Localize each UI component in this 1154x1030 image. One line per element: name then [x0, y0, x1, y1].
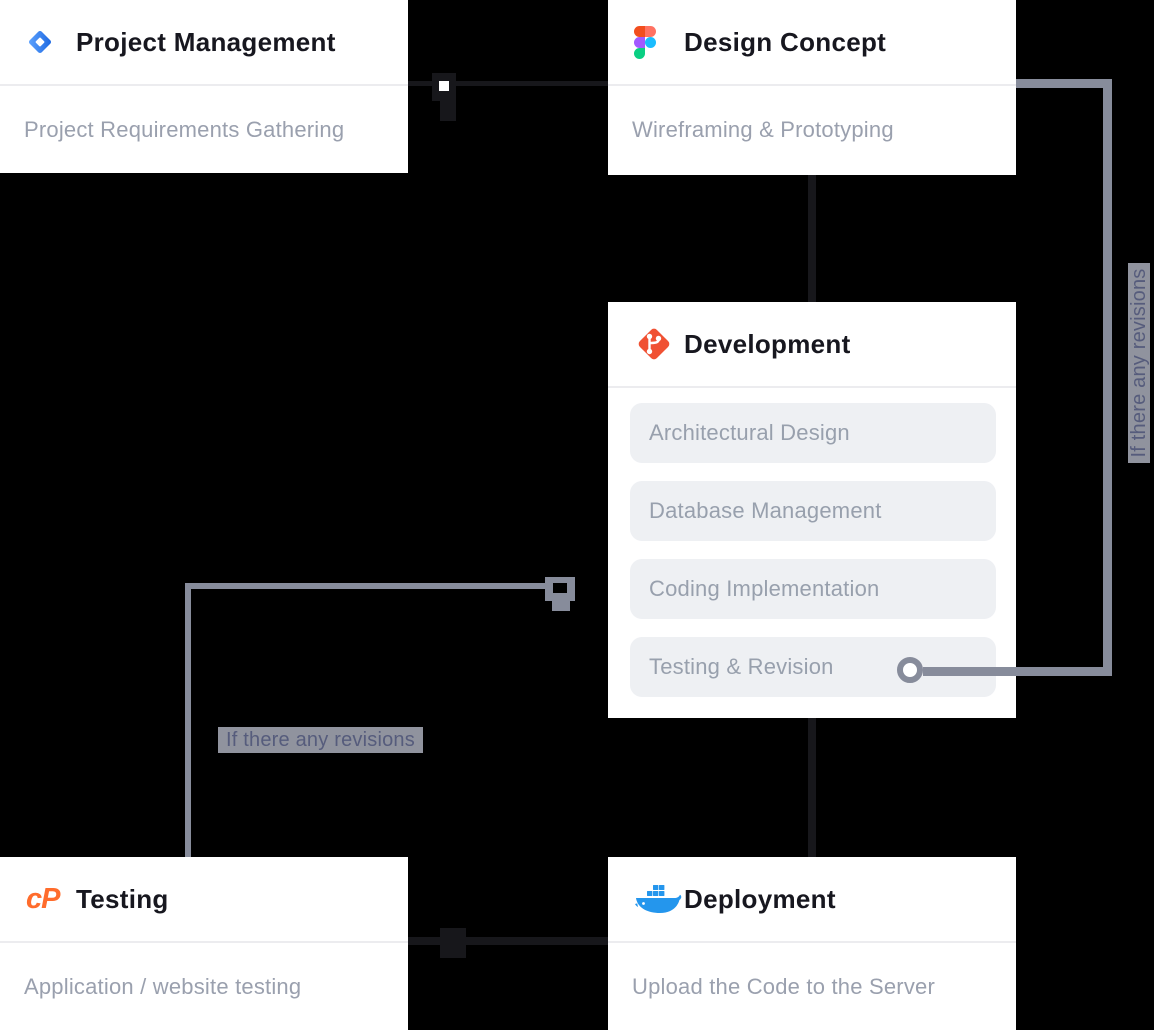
- card-testing[interactable]: cP Testing Application / website testing: [0, 857, 408, 1030]
- connector-revision-loop-vertical: [1103, 79, 1112, 676]
- git-icon: [634, 324, 684, 364]
- docker-icon: [634, 882, 684, 916]
- card-subtitle: Application / website testing: [24, 973, 302, 999]
- connector-pm-to-design: [408, 81, 608, 86]
- connector-revision-loop-bottom: [923, 667, 1112, 676]
- jira-icon: [26, 28, 76, 56]
- card-project-management[interactable]: Project Management Project Requirements …: [0, 0, 408, 173]
- card-header: cP Testing: [0, 857, 408, 943]
- card-header: Deployment: [608, 857, 1016, 943]
- cpanel-logo-text: cP: [26, 882, 60, 915]
- cpanel-icon: cP: [26, 883, 76, 916]
- revision-note-vertical: If there any revisions: [1128, 263, 1150, 463]
- card-deployment[interactable]: Deployment Upload the Code to the Server: [608, 857, 1016, 1030]
- connector-handle-stem: [552, 601, 570, 611]
- dev-task-item[interactable]: Architectural Design: [630, 403, 996, 463]
- connector-testing-feedback-horizontal: [185, 583, 545, 589]
- figma-icon: [634, 25, 684, 59]
- card-title: Deployment: [684, 883, 836, 914]
- development-task-list: Architectural Design Database Management…: [608, 403, 1016, 697]
- card-subtitle: Project Requirements Gathering: [24, 116, 345, 142]
- connector-handle-center: [553, 583, 567, 593]
- card-subtitle: Upload the Code to the Server: [632, 973, 935, 999]
- card-header: Development: [608, 302, 1016, 388]
- connector-testing-to-deployment: [408, 937, 608, 945]
- card-title: Development: [684, 328, 851, 359]
- revision-note: If there any revisions: [218, 727, 423, 753]
- connector-testing-feedback-vertical: [185, 583, 191, 857]
- card-subtitle: Wireframing & Prototyping: [632, 116, 894, 142]
- card-development[interactable]: Development Architectural Design Databas…: [608, 302, 1016, 718]
- card-header: Design Concept: [608, 0, 1016, 86]
- connector-handle-center: [439, 81, 449, 91]
- card-title: Testing: [76, 883, 169, 914]
- dev-task-item[interactable]: Database Management: [630, 481, 996, 541]
- card-title: Project Management: [76, 26, 336, 57]
- card-design-concept[interactable]: Design Concept Wireframing & Prototyping: [608, 0, 1016, 175]
- connector-revision-loop-top: [1016, 79, 1112, 88]
- connector-port-circle: [897, 657, 923, 683]
- connector-handle-stem: [440, 101, 456, 121]
- dev-task-item[interactable]: Coding Implementation: [630, 559, 996, 619]
- connector-handle-icon: [440, 928, 466, 958]
- card-header: Project Management: [0, 0, 408, 86]
- card-title: Design Concept: [684, 26, 887, 57]
